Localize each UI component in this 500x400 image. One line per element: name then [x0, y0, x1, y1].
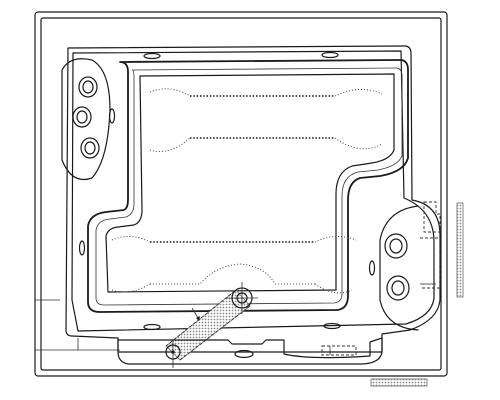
jet-icon: [72, 106, 92, 128]
tub-rim: [65, 45, 441, 353]
reference-lines: [35, 299, 120, 351]
jet-icon: [386, 275, 410, 301]
bottom-skirt-panel: [370, 378, 428, 387]
right-jet-panel: [379, 201, 441, 331]
drain-overflow-assembly: [165, 282, 258, 368]
tub-basin: [87, 59, 409, 313]
left-jet-panel: [61, 58, 111, 181]
jet-icon: [78, 76, 98, 98]
jet-icon: [80, 137, 100, 159]
overflow-icon: [226, 282, 258, 314]
jet-icon: [384, 233, 408, 259]
outer-frame: [34, 11, 448, 377]
rim-mounting-slots: [78, 51, 376, 331]
apron-cutout: [117, 337, 383, 365]
drain-icon: [165, 340, 181, 368]
seat-contour-lines: [111, 88, 383, 294]
side-skirt-panel: [456, 202, 464, 298]
